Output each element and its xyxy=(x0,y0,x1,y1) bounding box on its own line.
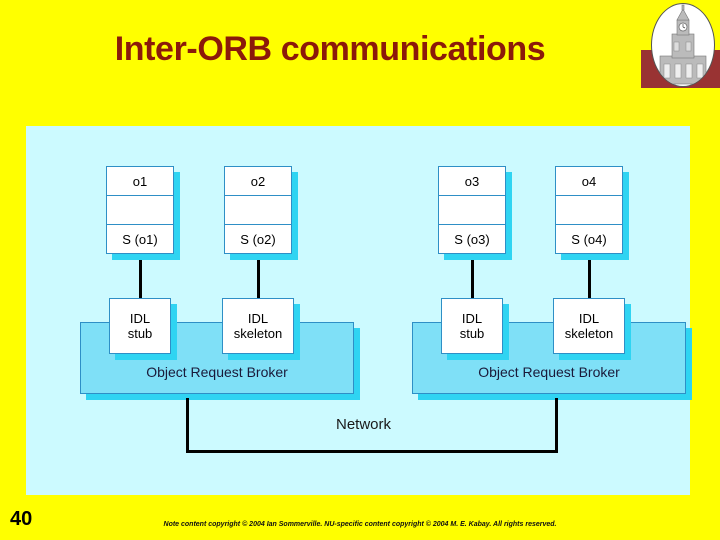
page-title: Inter-ORB communications xyxy=(114,30,546,68)
idl-stub-box-right[interactable]: IDL stub xyxy=(441,298,509,360)
object-box-o2-middle xyxy=(225,196,291,225)
idl-skeleton-box-right[interactable]: IDL skeleton xyxy=(553,298,631,360)
idl-skeleton-left-line1: IDL xyxy=(247,311,269,326)
university-logo xyxy=(641,0,720,88)
object-box-o4-middle xyxy=(556,196,622,225)
idl-stub-left-line1: IDL xyxy=(129,311,151,326)
clock-tower-icon xyxy=(659,4,707,85)
object-box-o4-skeleton-label: S (o4) xyxy=(571,231,607,247)
object-box-o1-middle xyxy=(107,196,173,225)
idl-skeleton-right-line2: skeleton xyxy=(564,326,614,341)
connector-o4-to-idl-skeleton xyxy=(588,254,591,298)
network-bracket-left-leg xyxy=(186,398,189,453)
idl-skeleton-box-left[interactable]: IDL skeleton xyxy=(222,298,300,360)
diagram-panel: o1 S (o1) o2 S (o2) o3 S (o3) xyxy=(26,126,692,495)
object-box-o3[interactable]: o3 S (o3) xyxy=(438,166,512,260)
object-box-o4-label: o4 xyxy=(556,167,622,196)
network-bracket-right-leg xyxy=(555,398,558,453)
network-bracket-bottom xyxy=(186,450,558,453)
idl-stub-box-left-face: IDL stub xyxy=(109,298,171,354)
connector-o3-to-idl-stub xyxy=(471,254,474,298)
orb-box-right-label: Object Request Broker xyxy=(478,364,620,380)
idl-skeleton-box-right-face: IDL skeleton xyxy=(553,298,625,354)
object-box-o4-face: o4 S (o4) xyxy=(555,166,623,254)
object-box-o3-middle xyxy=(439,196,505,225)
object-box-o2-skeleton-label: S (o2) xyxy=(240,231,276,247)
connector-o2-to-idl-skeleton xyxy=(257,254,260,298)
object-box-o3-face: o3 S (o3) xyxy=(438,166,506,254)
object-box-o1-skeleton-label: S (o1) xyxy=(122,231,158,247)
idl-stub-left-line2: stub xyxy=(127,326,153,341)
network-label: Network xyxy=(336,416,392,433)
orb-box-left-label: Object Request Broker xyxy=(146,364,288,380)
slide-number: 40 xyxy=(10,508,33,530)
idl-stub-box-left[interactable]: IDL stub xyxy=(109,298,177,360)
idl-stub-box-right-face: IDL stub xyxy=(441,298,503,354)
footer-copyright-note: Note content copyright © 2004 Ian Sommer… xyxy=(163,521,557,528)
idl-stub-right-line1: IDL xyxy=(461,311,483,326)
object-box-o1-label: o1 xyxy=(107,167,173,196)
idl-stub-right-line2: stub xyxy=(459,326,485,341)
idl-skeleton-right-line1: IDL xyxy=(578,311,600,326)
object-box-o4[interactable]: o4 S (o4) xyxy=(555,166,629,260)
object-box-o3-skeleton-label: S (o3) xyxy=(454,231,490,247)
idl-skeleton-left-line2: skeleton xyxy=(233,326,283,341)
object-box-o1[interactable]: o1 S (o1) xyxy=(106,166,180,260)
object-box-o3-label: o3 xyxy=(439,167,505,196)
object-box-o2-face: o2 S (o2) xyxy=(224,166,292,254)
connector-o1-to-idl-stub xyxy=(139,254,142,298)
object-box-o2-label: o2 xyxy=(225,167,291,196)
object-box-o1-face: o1 S (o1) xyxy=(106,166,174,254)
logo-oval xyxy=(651,3,715,87)
idl-skeleton-box-left-face: IDL skeleton xyxy=(222,298,294,354)
object-box-o2[interactable]: o2 S (o2) xyxy=(224,166,298,260)
